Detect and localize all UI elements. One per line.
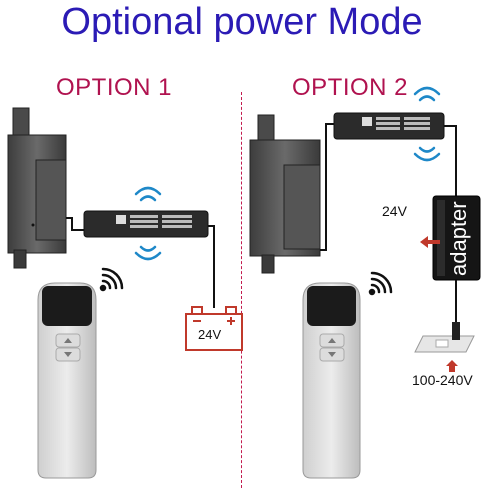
wireless-signal-icon <box>134 186 162 261</box>
divider <box>241 92 242 488</box>
wireless-signal-icon <box>413 86 441 162</box>
adapter-voltage-label: 24V <box>382 203 407 219</box>
option-2-label: OPTION 2 <box>292 74 409 101</box>
wall-outlet-icon <box>414 322 475 353</box>
adapter-label: adapter <box>446 201 471 276</box>
linear-actuator-icon <box>7 107 67 269</box>
actuator-cable <box>66 217 84 231</box>
option-1-label: OPTION 1 <box>56 74 173 101</box>
battery-voltage-label: 24V <box>198 327 222 342</box>
battery-icon <box>185 306 243 351</box>
adapter-cable <box>444 125 457 198</box>
remote-control-icon <box>302 282 361 479</box>
remote-signal-icon <box>99 267 124 292</box>
control-box-icon <box>83 210 209 238</box>
linear-actuator-icon <box>249 114 321 274</box>
actuator-cable <box>320 123 334 251</box>
control-box-icon <box>333 112 445 140</box>
arrow-icon <box>420 236 458 372</box>
mains-voltage-label: 100-240V <box>412 372 473 388</box>
page-title: Optional power Mode <box>61 1 423 43</box>
remote-control-icon <box>37 282 97 479</box>
remote-signal-icon <box>368 271 393 296</box>
battery-cable <box>208 225 215 308</box>
